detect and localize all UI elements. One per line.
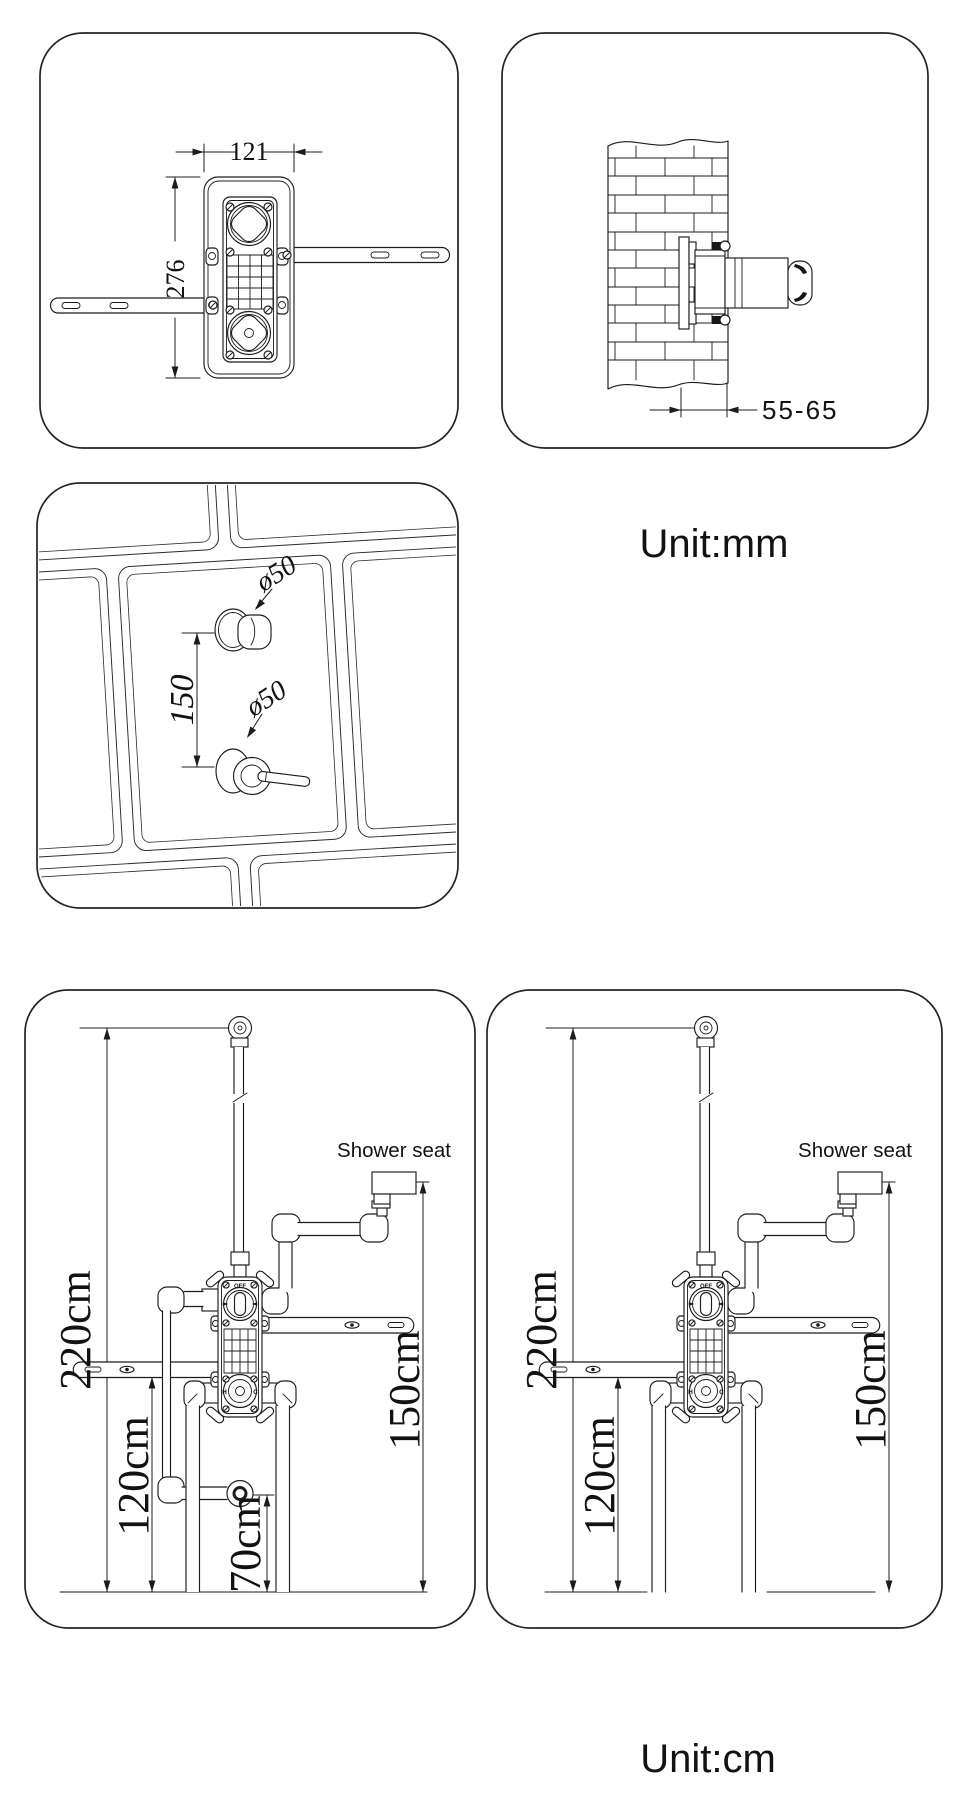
dim-label-trim-spacing: 150 [164,675,201,726]
dim-label-valve-height: 120cm [109,1416,158,1536]
mounting-bracket-right [293,246,450,264]
dim-label-head-height: 220cm [51,1270,100,1390]
valve-front-view-drawing: 121 276 [50,137,450,379]
dim-label-handshower-height: 70cm [221,1495,270,1593]
seat-supply-piping [727,1200,857,1315]
shower-seat-label: Shower seat [337,1139,451,1162]
shower-seat-box [371,1171,417,1205]
dim-lines-left-panel [59,1027,430,1593]
dim-label-height: 276 [161,260,190,299]
mounting-bracket-right [261,1316,415,1334]
dim-trim-spacing [181,632,215,768]
shower-head-icon [693,1015,719,1048]
brick-pattern [607,145,729,381]
shower-riser-pipe [696,1046,716,1278]
tile-grid [39,485,456,906]
seat-supply-piping [261,1200,391,1315]
dim-height-276 [165,176,201,379]
trim-bottom-lever [215,748,311,796]
dim-lines-right-panel [544,1027,896,1593]
shower-seat-label: Shower seat [798,1139,912,1162]
dim-width-121 [175,143,323,173]
installation-right-drawing: 220cm 120cm 150cm Shower seat [517,1015,912,1593]
supply-pipes [183,1380,297,1593]
dim-label-seat-height: 150cm [846,1330,895,1450]
shower-head-icon [227,1015,253,1048]
tile-wall-drawing: 150 ø50 ø50 [39,485,456,906]
mounting-bracket-left [538,1361,685,1379]
dim-label-head-height: 220cm [517,1270,566,1390]
dim-label-recess-depth: 55-65 [762,395,839,425]
wall-cross-section-drawing: 55-65 [607,139,839,425]
unit-label-mm: Unit:mm [640,522,789,566]
leader-top-diameter [251,588,273,613]
panel-wall-cross-section [501,32,929,449]
trim-top-knob [214,608,272,652]
mounting-bracket-left [50,297,205,314]
unit-label-cm: Unit:cm [640,1737,776,1781]
installation-left-drawing: 220cm 120cm 70cm 150cm Shower seat [51,1015,451,1593]
shower-seat-box [837,1171,883,1205]
dim-recess-depth [649,382,758,418]
leader-bottom-diameter [243,713,263,741]
valve-side-view [678,236,813,330]
dim-label-width: 121 [230,137,269,166]
dim-label-seat-height: 150cm [380,1330,429,1450]
hand-shower-outlet-icon [226,1479,254,1508]
dim-label-valve-height: 120cm [575,1416,624,1536]
shower-riser-pipe [230,1046,250,1278]
mounting-bracket-left [72,1361,219,1379]
mounting-bracket-right [727,1316,881,1334]
